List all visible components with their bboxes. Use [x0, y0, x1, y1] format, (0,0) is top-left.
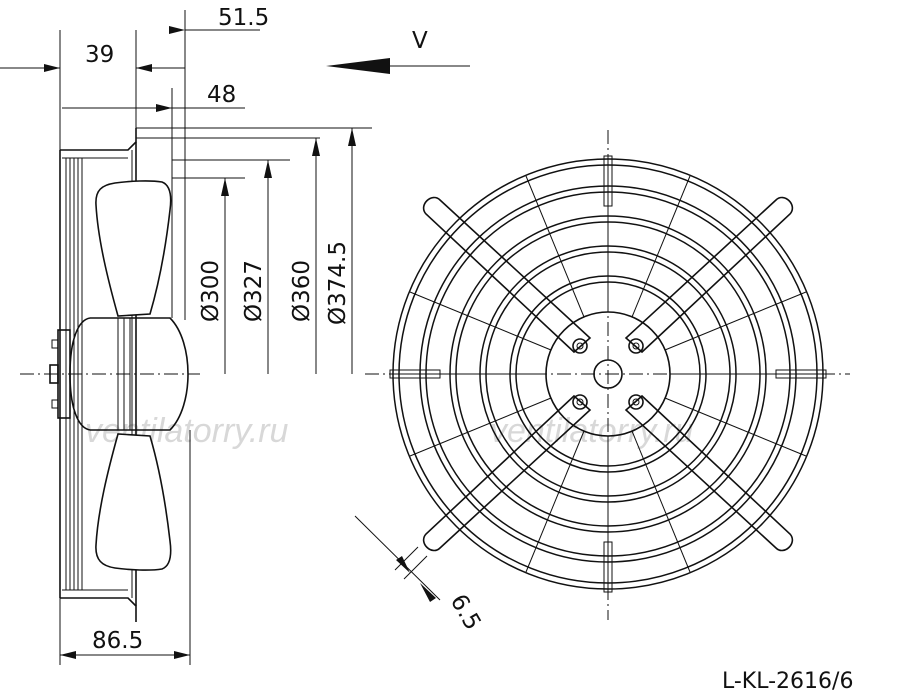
- guard-bottom-flange: [60, 597, 137, 622]
- dim-48: 48: [207, 82, 236, 108]
- dim-dia-327: Ø327: [241, 260, 267, 322]
- front-view: 6.5: [354, 130, 850, 635]
- dim-39: 39: [85, 42, 114, 68]
- dim-51-5: 51.5: [218, 5, 269, 31]
- blade-upper: [95, 180, 172, 317]
- mounting-arm-sw: [422, 394, 592, 552]
- view-label: V: [412, 28, 428, 54]
- dim-dia-360: Ø360: [289, 260, 315, 322]
- view-arrow: V: [326, 28, 470, 74]
- mounting-arm-nw: [422, 196, 592, 354]
- mounting-arm-se: [624, 394, 794, 552]
- dim-slot-6-5: 6.5: [445, 590, 486, 635]
- dim-dia-300: Ø300: [198, 260, 224, 322]
- motor-hub: [90, 317, 189, 431]
- shaft-hole: [593, 359, 623, 389]
- dim-86-5: 86.5: [92, 628, 143, 654]
- blade-lower: [95, 433, 172, 571]
- guard-ring-outer: [392, 158, 824, 590]
- drawing-code: L-KL-2616/6: [722, 669, 853, 694]
- guard-top-flange: [60, 128, 137, 151]
- dim-dia-374-5: Ø374.5: [325, 241, 351, 325]
- mounting-arm-ne: [624, 196, 794, 354]
- side-view: 51.5 39 48 86.5 Ø300 Ø327 Ø360 Ø374.5: [0, 5, 372, 665]
